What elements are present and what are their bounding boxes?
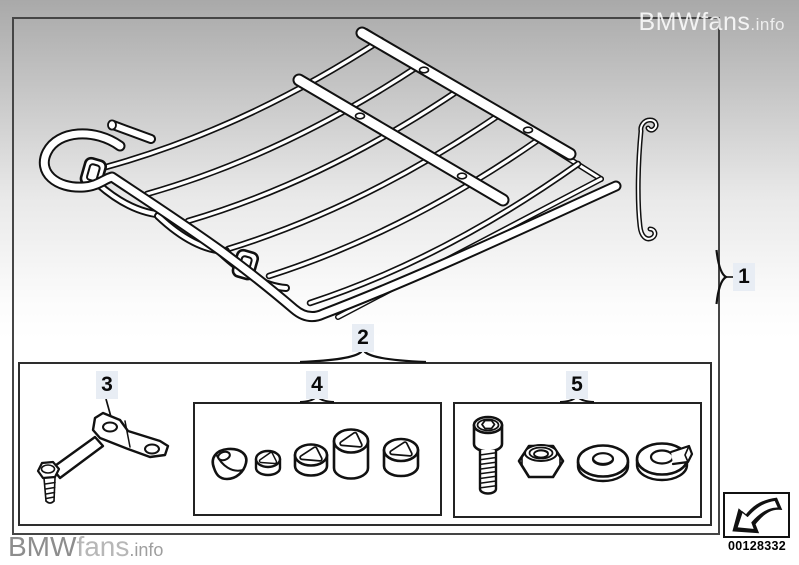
watermark-top-bmw: BMW [638, 8, 702, 36]
watermark-bottom-info: .info [129, 540, 164, 560]
callout-3[interactable]: 3 [96, 371, 118, 399]
callout-2[interactable]: 2 [352, 324, 374, 352]
hardware-box [453, 402, 702, 518]
watermark-top-info: .info [750, 15, 785, 34]
spacers-box [193, 402, 442, 516]
watermark-top: BMWfans.info [638, 8, 785, 37]
watermark-bottom-fans: fans [76, 531, 130, 562]
nav-arrow-thumbnail[interactable] [723, 492, 790, 538]
watermark-bottom-bmw: BMW [8, 531, 77, 562]
image-number: 00128332 [727, 539, 786, 553]
watermark-bottom: BMWfans.info [8, 531, 163, 563]
callout-1[interactable]: 1 [733, 263, 755, 291]
page-turn-arrow-icon [732, 497, 783, 534]
callout-5[interactable]: 5 [566, 371, 588, 399]
callout-4[interactable]: 4 [306, 371, 328, 399]
watermark-top-fans: fans [701, 8, 751, 36]
